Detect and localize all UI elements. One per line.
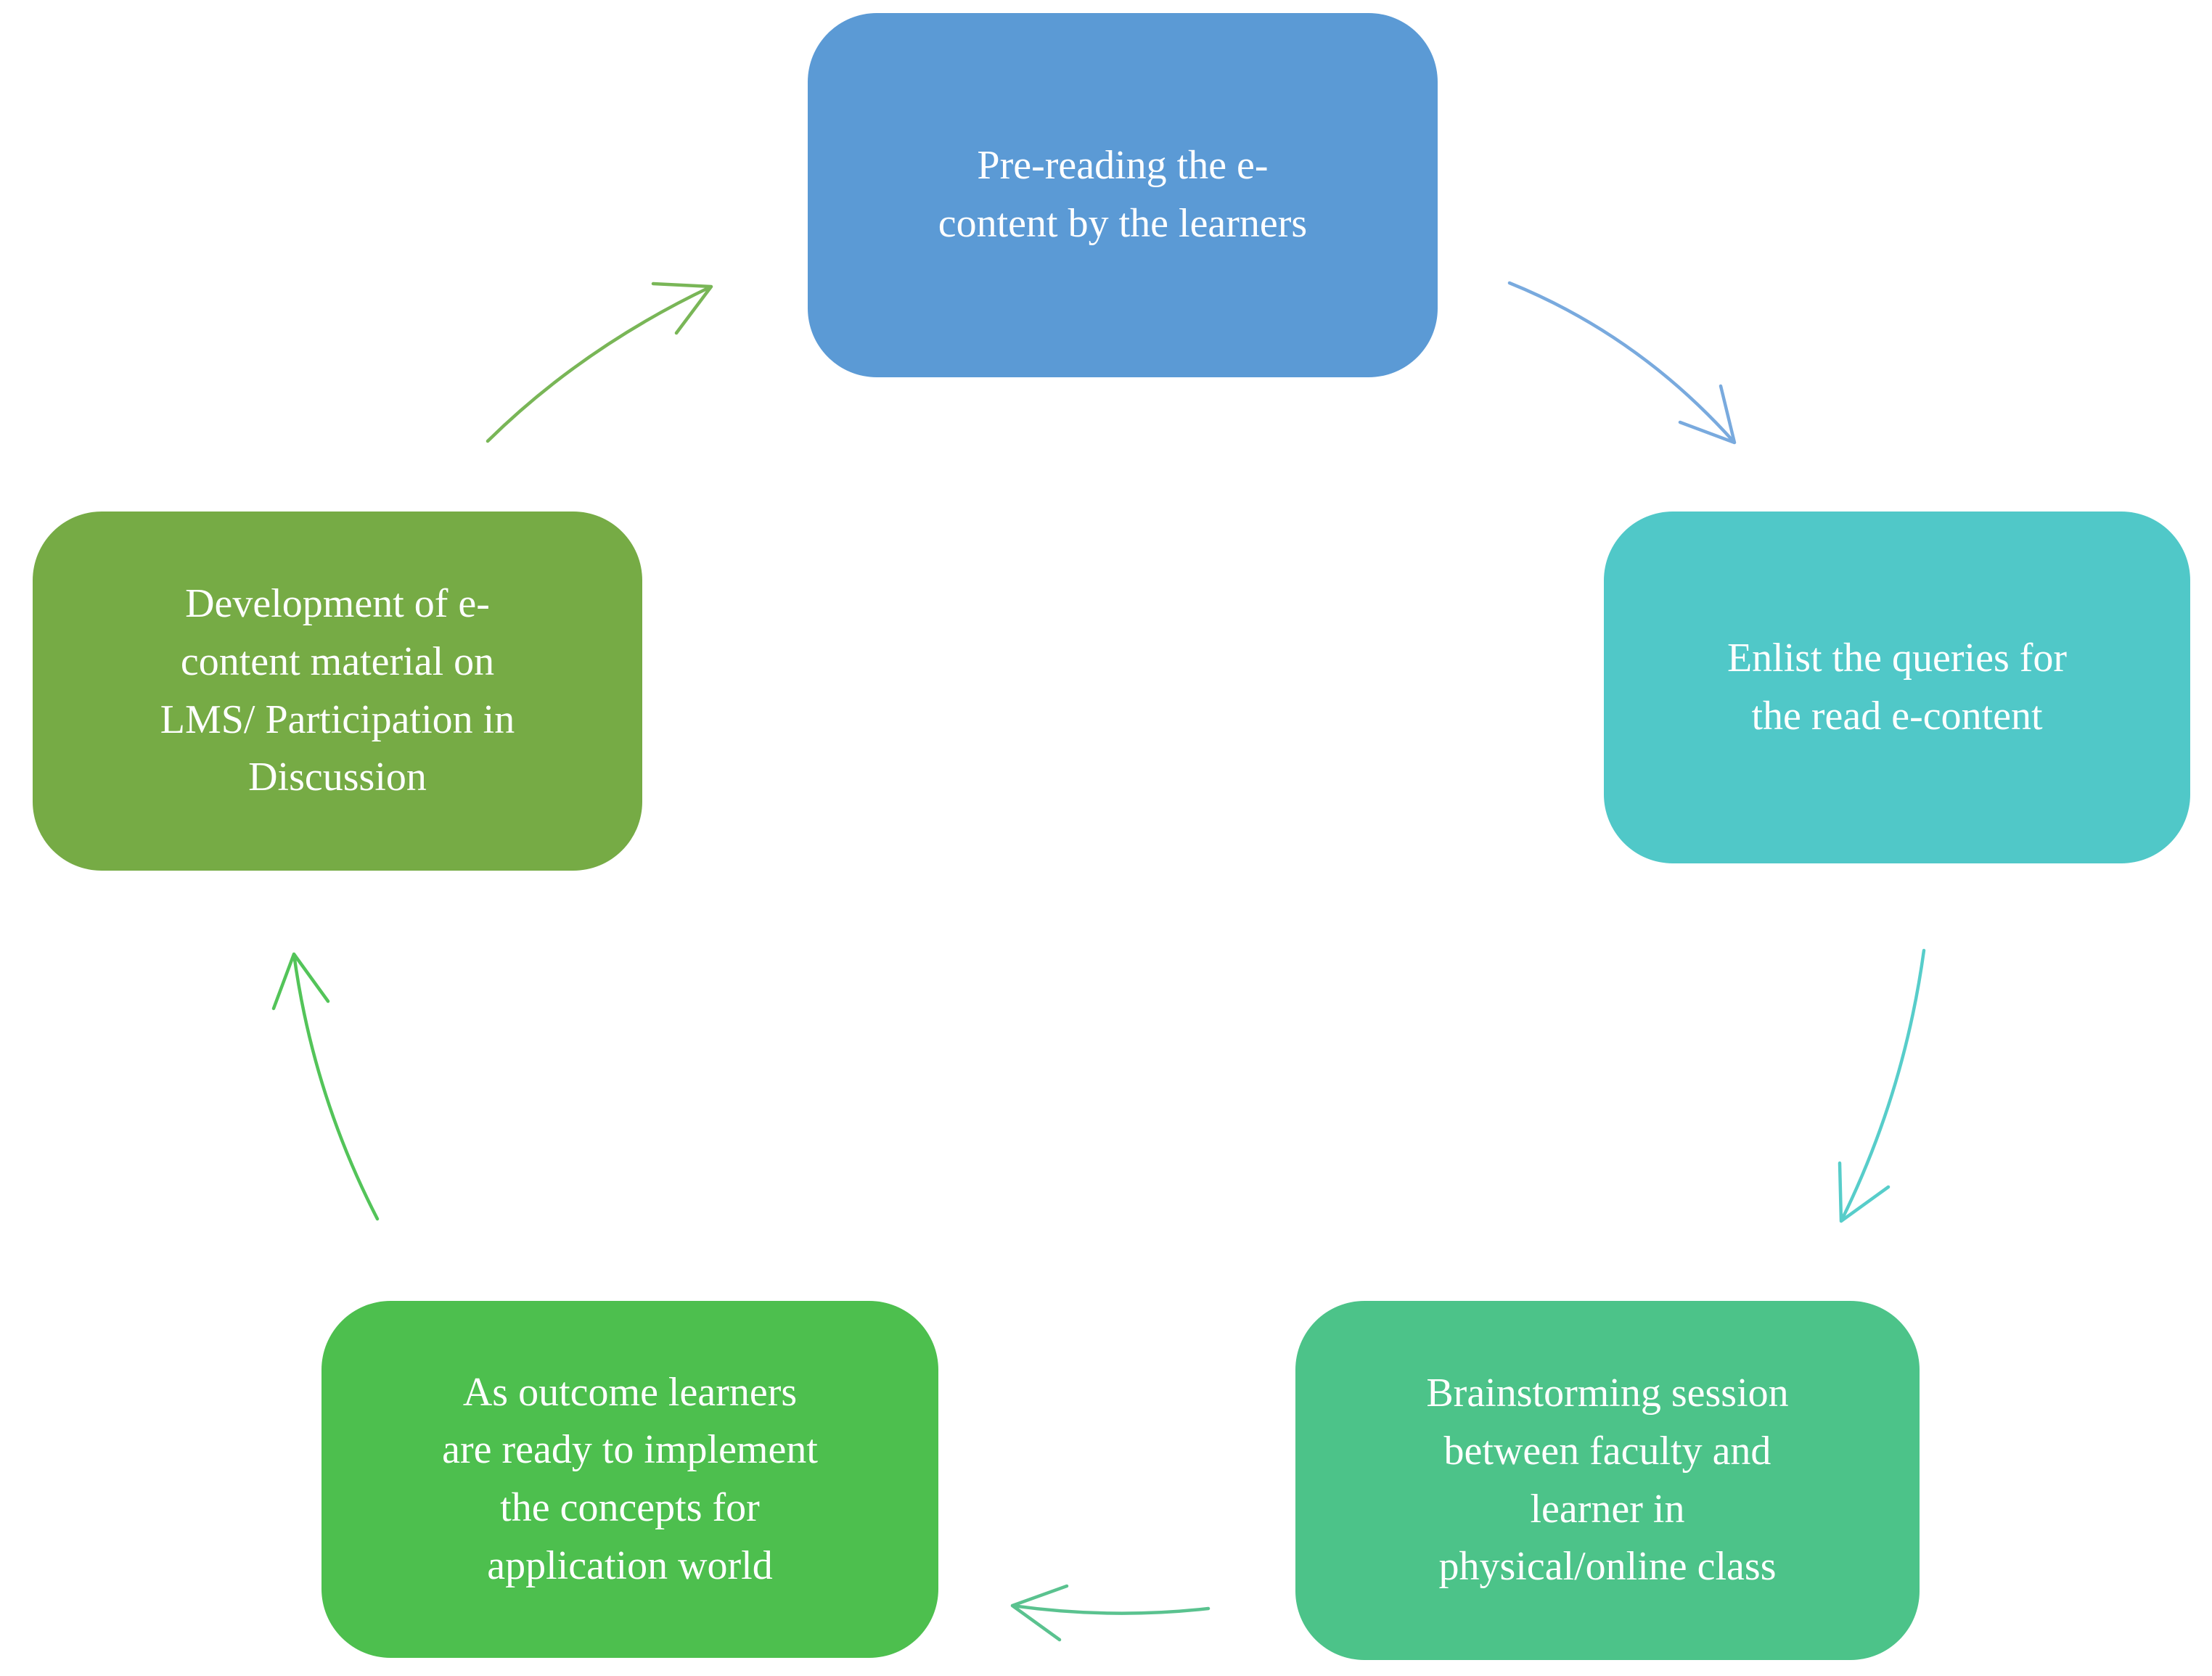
node-pre-reading-label: Pre-reading the e- content by the learne…	[938, 143, 1308, 246]
node-outcome-label: As outcome learners are ready to impleme…	[442, 1369, 818, 1588]
node-development: Development of e- content material on LM…	[33, 512, 642, 871]
node-development-label: Development of e- content material on LM…	[160, 581, 515, 800]
node-enlist-queries: Enlist the queries for the read e-conten…	[1604, 512, 2190, 863]
arrow-outcome-to-development	[271, 952, 380, 1221]
arrow-enlist-queries-to-brainstorming	[1838, 948, 1926, 1223]
node-outcome: As outcome learners are ready to impleme…	[321, 1301, 938, 1658]
node-brainstorming-label: Brainstorming session between faculty an…	[1426, 1371, 1789, 1590]
node-pre-reading: Pre-reading the e- content by the learne…	[808, 13, 1438, 377]
arrow-pre-reading-to-enlist-queries	[1507, 281, 1737, 445]
arrow-brainstorming-to-outcome	[1010, 1584, 1211, 1642]
arrow-development-to-pre-reading	[486, 282, 713, 443]
node-enlist-queries-label: Enlist the queries for the read e-conten…	[1726, 635, 2068, 739]
node-brainstorming: Brainstorming session between faculty an…	[1295, 1301, 1920, 1660]
